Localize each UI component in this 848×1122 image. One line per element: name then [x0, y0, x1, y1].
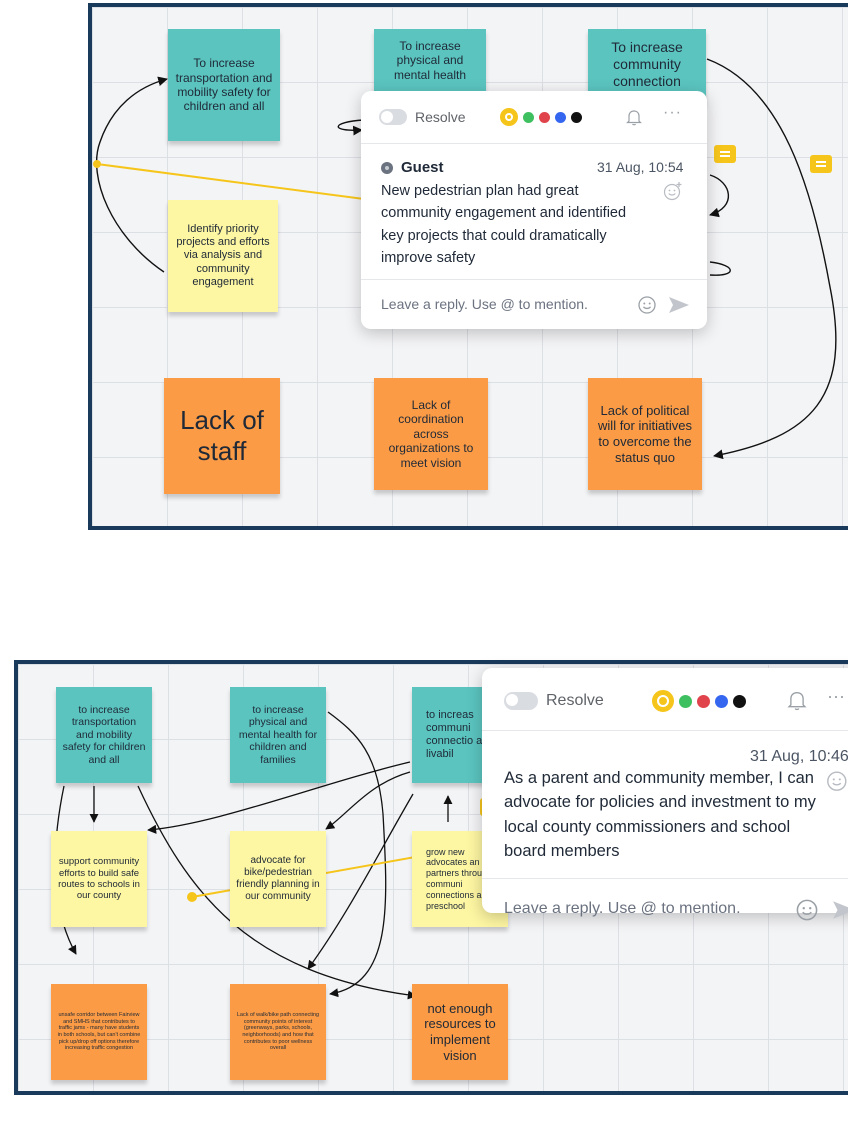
comment-pointer-line [96, 163, 365, 200]
connector-arrow [327, 711, 387, 998]
swatch-blue[interactable] [714, 694, 728, 708]
resolve-toggle[interactable] [379, 109, 407, 125]
add-reaction-icon[interactable] [826, 768, 848, 792]
resolve-label: Resolve [415, 109, 466, 125]
comment-timestamp: 31 Aug, 10:46 [750, 748, 848, 765]
swatch-green[interactable] [522, 111, 534, 123]
more-icon[interactable]: ··· [827, 686, 845, 706]
comment-anchor-dot [187, 892, 197, 902]
sticky-note[interactable]: Identify priority projects and efforts v… [168, 200, 278, 312]
connector-arrow [709, 261, 731, 276]
swatch-black[interactable] [732, 694, 746, 708]
swatch-red[interactable] [696, 694, 710, 708]
resolve-toggle[interactable] [504, 692, 538, 710]
comment-author: Guest [401, 159, 444, 176]
sticky-note[interactable]: To increase transportation and mobility … [168, 29, 280, 141]
resolve-label: Resolve [546, 692, 604, 709]
comment-anchor-dot [93, 160, 101, 168]
comment-body: As a parent and community member, I can … [504, 769, 816, 861]
comment-timestamp: 31 Aug, 10:54 [597, 159, 684, 175]
swatch-green[interactable] [678, 694, 692, 708]
bell-icon[interactable] [787, 689, 807, 711]
comment-panel: Resolve ··· Guest 31 Aug, 10:54 New pede… [361, 91, 707, 329]
comment-marker-icon[interactable] [714, 145, 736, 163]
reply-input[interactable]: Leave a reply. Use @ to mention. [381, 296, 588, 312]
comment-body: New pedestrian plan had great community … [381, 183, 627, 267]
swatch-blue[interactable] [554, 111, 566, 123]
send-icon[interactable] [668, 296, 690, 314]
sticky-note[interactable]: Lack of coordination across organization… [374, 378, 488, 490]
connector-arrow [706, 58, 837, 460]
connector-arrow [325, 771, 411, 830]
bell-icon[interactable] [626, 108, 642, 126]
comment-panel: Resolve ··· 31 Aug, 10:46 As a parent an… [482, 668, 848, 921]
sticky-note[interactable]: Lack of political will for initiatives t… [588, 378, 702, 490]
swatch-yellow[interactable] [499, 108, 518, 126]
sticky-note[interactable]: support community efforts to build safe … [51, 831, 147, 927]
avatar-icon [381, 161, 393, 174]
add-reaction-icon[interactable] [663, 181, 683, 201]
sticky-note[interactable]: advocate for bike/pedestrian friendly pl… [230, 831, 326, 927]
emoji-icon[interactable] [637, 295, 657, 315]
send-icon[interactable] [832, 900, 848, 920]
swatch-black[interactable] [570, 111, 582, 123]
swatch-yellow[interactable] [651, 690, 674, 712]
sticky-note[interactable]: Lack of staff [164, 378, 280, 494]
sticky-note[interactable]: unsafe corridor between Fairview and SMH… [51, 984, 147, 1080]
color-swatches [651, 690, 751, 712]
comment-marker-icon[interactable] [810, 155, 832, 173]
sticky-note[interactable]: Lack of walk/bike path connecting commun… [230, 984, 326, 1080]
emoji-icon[interactable] [795, 898, 819, 922]
swatch-red[interactable] [538, 111, 550, 123]
more-icon[interactable]: ··· [663, 104, 682, 121]
connector-arrow [709, 174, 730, 218]
reply-input[interactable]: Leave a reply. Use @ to mention. [504, 900, 741, 917]
color-swatches [499, 108, 587, 126]
sticky-note[interactable]: to increase transportation and mobility … [56, 687, 152, 783]
connector-arrow [95, 76, 168, 273]
sticky-note[interactable]: to increase physical and mental health f… [230, 687, 326, 783]
sticky-note[interactable]: not enough resources to implement vision [412, 984, 508, 1080]
